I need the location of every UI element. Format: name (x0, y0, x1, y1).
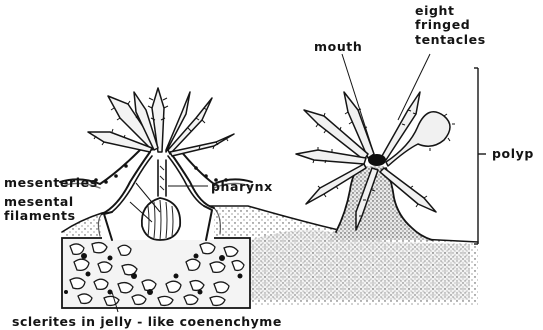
left-polyp-tentacles (88, 88, 234, 156)
label-eight: eight (415, 4, 455, 17)
label-tentacles: tentacles (415, 33, 486, 46)
label-mesenteries: mesenteries (4, 176, 98, 189)
sectioned-polyp (98, 150, 220, 240)
label-mouth: mouth (314, 40, 362, 53)
mouth (368, 154, 386, 166)
label-polyp: polyp (492, 147, 534, 160)
polyp-bracket (474, 68, 486, 244)
label-sclerites: sclerites in jelly - like coenenchyme (12, 315, 282, 328)
label-mesental: mesental (4, 195, 74, 208)
label-filaments: filaments (4, 209, 76, 222)
label-fringed: fringed (415, 18, 470, 31)
label-pharynx: pharynx (211, 180, 273, 193)
sclerite-block (62, 238, 250, 308)
